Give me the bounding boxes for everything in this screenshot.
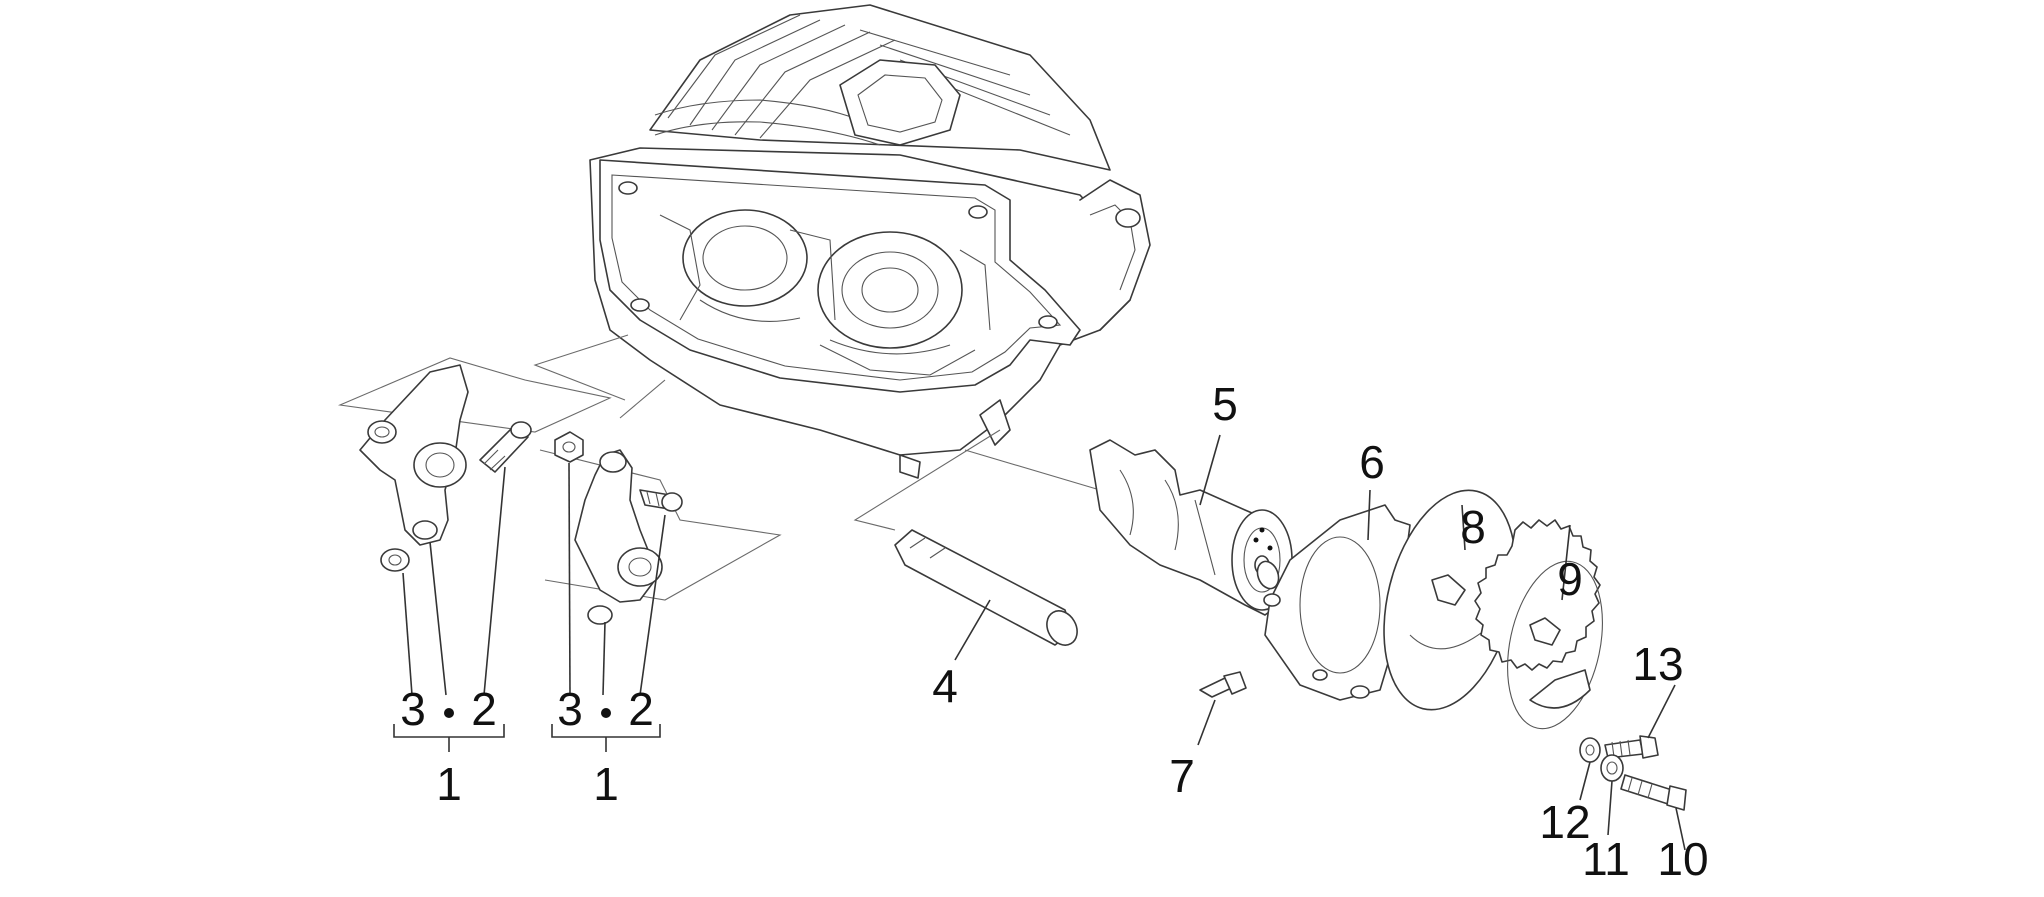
- callout-separator-dot-left: [444, 708, 454, 718]
- callout-4: 4: [932, 660, 958, 712]
- callout-5: 5: [1212, 378, 1238, 430]
- camshaft-sprocket: [1474, 519, 1603, 730]
- leader-lines: [393, 434, 1686, 851]
- callout-2-left: 2: [471, 683, 497, 735]
- rocker-arm-assembly-right: [554, 431, 683, 625]
- callout-10: 10: [1657, 833, 1708, 885]
- callout-7: 7: [1169, 750, 1195, 802]
- callout-6: 6: [1359, 436, 1385, 488]
- callout-8: 8: [1460, 501, 1486, 553]
- callout-1-right: 1: [593, 758, 619, 810]
- callout-1-left: 1: [436, 758, 462, 810]
- cylinder-head: [589, 4, 1151, 479]
- callout-3-left: 3: [400, 683, 426, 735]
- callout-13: 13: [1632, 638, 1683, 690]
- callout-2-right: 2: [628, 683, 654, 735]
- camshaft: [1089, 439, 1293, 616]
- guide-lines-head: [533, 334, 1101, 531]
- rocker-shaft: [894, 529, 1078, 646]
- callout-3-right: 3: [557, 683, 583, 735]
- callout-11: 11: [1582, 833, 1630, 885]
- callout-separator-dot-right: [601, 708, 611, 718]
- cam-gear-washer: [1383, 489, 1517, 711]
- callout-12: 12: [1539, 796, 1590, 848]
- callout-9: 9: [1557, 553, 1583, 605]
- rocker-arm-assembly-left: [337, 357, 782, 601]
- hardware-bolts-washers: [1199, 671, 1687, 811]
